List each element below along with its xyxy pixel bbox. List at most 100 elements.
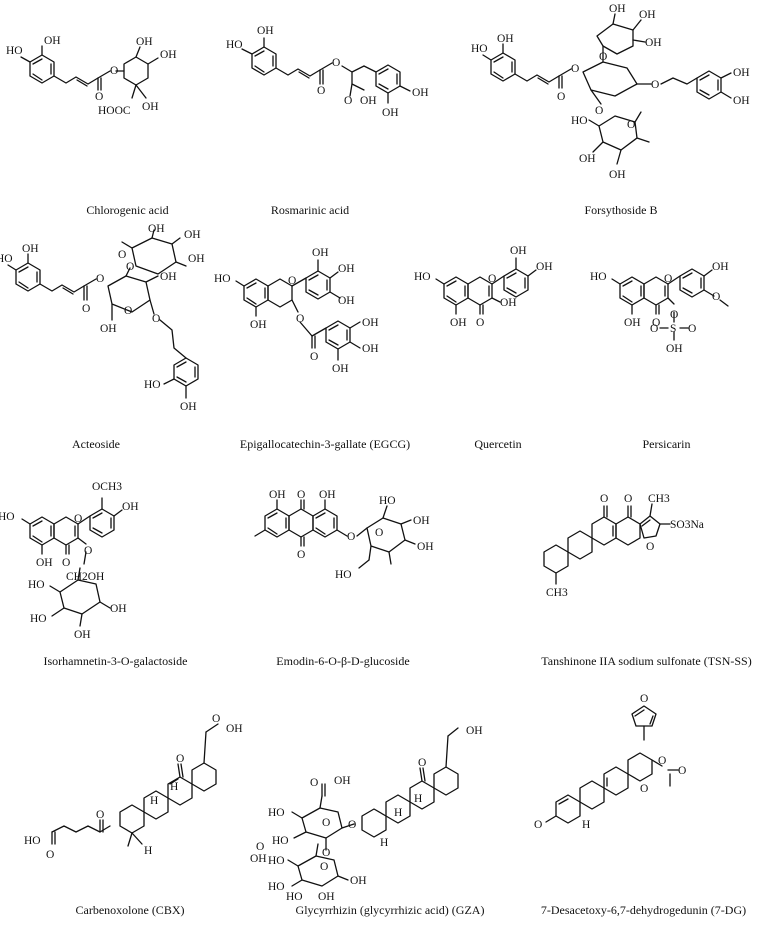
label: H [380, 837, 388, 849]
label: O [256, 841, 264, 853]
label: OH [624, 317, 641, 329]
label: HO [286, 891, 303, 903]
structure-persicarin: OH O HO O OH O O S O O OH Persicarin [590, 228, 767, 456]
label: HO [214, 273, 231, 285]
label: OH [412, 87, 429, 99]
label: O [288, 275, 296, 287]
label: H [582, 819, 590, 831]
label: OH [500, 297, 517, 309]
label: OH [510, 245, 527, 257]
label: O [212, 713, 220, 725]
structure-tsn-ss: O CH3 O SO3Na O CH3 Tanshinone IIA sodiu… [510, 460, 767, 692]
label: OH [188, 253, 205, 265]
label: OH [142, 101, 159, 113]
label: HO [471, 43, 488, 55]
caption-acteoside: Acteoside [72, 437, 120, 451]
label: HO [571, 115, 588, 127]
label: O [296, 313, 304, 325]
label: O [571, 63, 579, 75]
label: O [347, 531, 355, 543]
label: O [82, 303, 90, 315]
label: OH [382, 107, 399, 119]
label: OH [609, 169, 626, 181]
label: O [418, 757, 426, 769]
label: O [476, 317, 484, 329]
structure-isorhamnetin-galactoside: OCH3 OH HO O O OH O CH2OH OH HO HO OH Is… [0, 460, 235, 692]
structure-forsythoside-b: OH HO O O O O OH OH OH OH OH HO O OH OH … [471, 0, 767, 222]
label: OH [22, 243, 39, 255]
caption-isorhamnetin-galactoside: Isorhamnetin-3-O-galactoside [43, 654, 188, 668]
label: OH [100, 323, 117, 335]
label: OH [148, 223, 165, 235]
caption-egcg: Epigallocatechin-3-gallate (EGCG) [239, 437, 411, 451]
caption-glycyrrhizin: Glycyrrhizin (glycyrrhizic acid) (GZA) [295, 903, 485, 917]
label: O [332, 57, 340, 69]
label: OH [645, 37, 662, 49]
label: OH [362, 343, 379, 355]
label: O [688, 323, 696, 335]
label: OH [733, 95, 750, 107]
label: OH [332, 363, 349, 375]
label: O [652, 317, 660, 329]
label: OH [226, 723, 243, 735]
structure-acteoside: OH HO O O OH OH O OH O O O OH OH HO OH A… [0, 223, 220, 456]
label: OH [536, 261, 553, 273]
label: OH [639, 9, 656, 21]
label: HO [6, 45, 23, 57]
label: OH [466, 725, 483, 737]
label: OH [712, 261, 729, 273]
label: HO [414, 271, 431, 283]
label: OH [338, 263, 355, 275]
label: O [658, 755, 666, 767]
label: OH [36, 557, 53, 569]
label: O [670, 309, 678, 321]
label: H [150, 795, 158, 807]
structure-egcg: OH OH OH HO O OH O O OH OH OH Epigalloca… [214, 228, 430, 456]
structure-chlorogenic-acid: OH HO OH OH HOOC OH O O Chlorogenic acid [0, 0, 255, 222]
label: OH [338, 295, 355, 307]
label: SO3Na [670, 519, 704, 531]
label: HO [0, 253, 13, 265]
label: OH [497, 33, 514, 45]
label: OH [122, 501, 139, 513]
label: O [74, 513, 82, 525]
label: O [317, 85, 325, 97]
label: O [600, 493, 608, 505]
label: H [414, 793, 422, 805]
label: OH [250, 319, 267, 331]
structure-glycyrrhizin: OH O OH O HO HO O O O H H H OH O HO HO H… [250, 692, 518, 926]
label: O [96, 273, 104, 285]
label: O [640, 783, 648, 795]
label: O [310, 351, 318, 363]
label: OH [318, 891, 335, 903]
label: OH [160, 271, 177, 283]
label: HO [268, 881, 285, 893]
structure-carbenoxolone: OH O O H H HO O O H Carbenoxolone (CBX) [0, 692, 260, 926]
label: OH [362, 317, 379, 329]
label: O [595, 105, 603, 117]
caption-persicarin: Persicarin [642, 437, 691, 451]
label: OH [334, 775, 351, 787]
label: O [46, 849, 54, 861]
label: HOOC [98, 105, 131, 117]
caption-tsn-ss: Tanshinone IIA sodium sulfonate (TSN-SS) [541, 654, 752, 668]
label: O [322, 847, 330, 859]
label: OH [184, 229, 201, 241]
label: OH [417, 541, 434, 553]
label: O [599, 51, 607, 63]
label: S [670, 323, 676, 335]
label: OH [733, 67, 750, 79]
label: HO [335, 569, 352, 581]
label: HO [30, 613, 47, 625]
label: OH [360, 95, 377, 107]
label: O [712, 291, 720, 303]
label: OH [579, 153, 596, 165]
label: HO [268, 855, 285, 867]
caption-7dg: 7-Desacetoxy-6,7-dehydrogedunin (7-DG) [540, 903, 747, 917]
label: O [124, 305, 132, 317]
structure-rosmarinic-acid: OH HO O O OH O OH OH Rosmarinic acid [220, 0, 480, 222]
label: OH [312, 247, 329, 259]
label: H [144, 845, 152, 857]
label: O [375, 527, 383, 539]
